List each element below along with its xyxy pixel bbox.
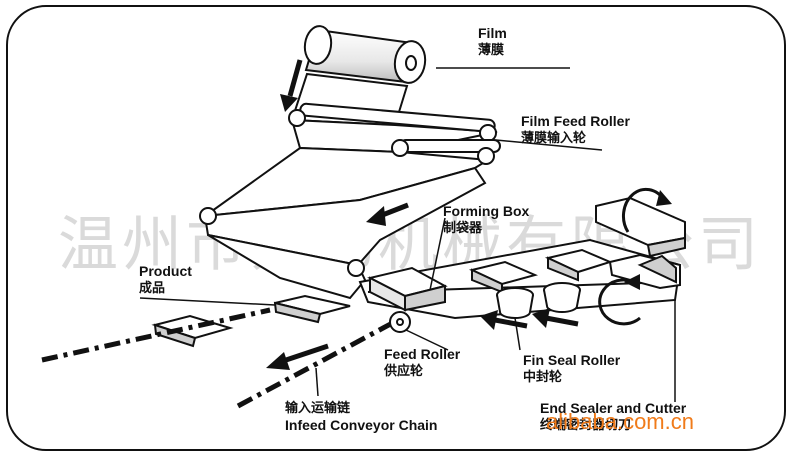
sealer-rotation-arrowheads — [624, 190, 672, 290]
end-sealer-jaws — [595, 196, 686, 290]
label-film-feed-roller-en: Film Feed Roller — [521, 113, 630, 129]
flow-arrowheads — [266, 94, 550, 370]
label-infeed-conveyor-chain-zh: 输入运输链 — [285, 401, 351, 416]
label-film: Film 薄膜 — [478, 25, 507, 59]
label-end-sealer-and-cutter-zh: 终端密封器切刀 — [540, 418, 632, 433]
label-forming-box-en: Forming Box — [443, 203, 530, 219]
diagram-frame — [6, 5, 786, 451]
forming-box — [367, 266, 448, 312]
label-infeed-conveyor-chain: 输入运输链 Infeed Conveyor Chain — [285, 400, 437, 434]
sealer-rotation-arrows — [598, 187, 666, 326]
label-fin-seal-roller: Fin Seal Roller 中封轮 — [523, 352, 620, 386]
conveyor-chains — [41, 307, 400, 409]
site-watermark: alibaba.com.cn — [546, 409, 694, 434]
label-fin-seal-roller-zh: 中封轮 — [523, 370, 563, 385]
leader-lines — [139, 67, 676, 402]
label-forming-box-zh: 制袋器 — [443, 221, 483, 236]
label-film-zh: 薄膜 — [478, 43, 505, 58]
label-product-en: Product — [139, 263, 192, 279]
label-feed-roller-en: Feed Roller — [384, 346, 461, 362]
label-forming-box: Forming Box 制袋器 — [443, 203, 529, 237]
feed-roller-wheel — [389, 311, 411, 333]
film-roll — [303, 25, 427, 84]
label-end-sealer-and-cutter: End Sealer and Cutter 终端密封器切刀 — [540, 400, 686, 434]
label-feed-roller-zh: 供应轮 — [384, 364, 424, 379]
label-product-zh: 成品 — [139, 281, 166, 296]
label-infeed-conveyor-chain-en: Infeed Conveyor Chain — [285, 417, 438, 433]
label-film-en: Film — [478, 25, 507, 41]
tube-packages — [468, 248, 613, 294]
label-fin-seal-roller-en: Fin Seal Roller — [523, 352, 621, 368]
label-film-feed-roller: Film Feed Roller 薄膜输入轮 — [521, 113, 630, 147]
output-products — [151, 294, 351, 348]
label-product: Product 成品 — [139, 263, 192, 297]
fin-seal-rollers — [496, 282, 581, 319]
film-feed-rollers — [199, 102, 501, 277]
label-feed-roller: Feed Roller 供应轮 — [384, 346, 460, 380]
label-end-sealer-and-cutter-en: End Sealer and Cutter — [540, 400, 687, 416]
label-film-feed-roller-zh: 薄膜输入轮 — [521, 131, 587, 146]
